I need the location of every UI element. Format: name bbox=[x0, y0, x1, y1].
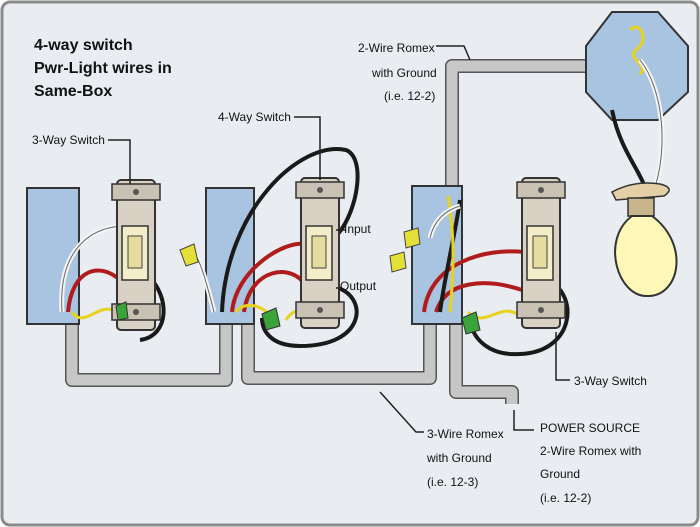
label-three-wire-romex-line1: 3-Wire Romex bbox=[427, 427, 504, 441]
leader-two-wire-top bbox=[436, 45, 471, 61]
wire-traveler-black-4way-output bbox=[260, 286, 359, 349]
label-three-wire-romex-line2: with Ground bbox=[426, 451, 492, 465]
wire-ground-box3 bbox=[446, 195, 455, 313]
wire-light-neutral-edge bbox=[639, 59, 663, 191]
light-fixture-box bbox=[585, 11, 689, 121]
diagram-title-line1: 4-way switch bbox=[34, 37, 133, 54]
wire-nut-box2-green bbox=[261, 307, 281, 331]
wire-neutral-box3-edge bbox=[429, 205, 461, 239]
label-power-source-line4: (i.e. 12-2) bbox=[540, 491, 591, 505]
leader-three-way-right bbox=[555, 332, 570, 381]
wire-nut-box3-green bbox=[461, 311, 481, 335]
cable-power-source bbox=[450, 318, 518, 404]
wire-power-hot-box3 bbox=[438, 199, 462, 313]
label-three-way-switch-left: 3-Way Switch bbox=[32, 133, 105, 147]
label-two-wire-romex-line1: 2-Wire Romex bbox=[358, 41, 435, 55]
cable-two-wire-romex-top bbox=[446, 60, 604, 196]
label-power-source-line3: Ground bbox=[540, 467, 580, 481]
diagram-title-line3: Same-Box bbox=[34, 83, 112, 100]
label-output: Output bbox=[340, 279, 377, 293]
wire-nut-box3-yellow-b bbox=[389, 251, 407, 273]
leader-three-wire bbox=[379, 391, 424, 433]
diagram-title-line2: Pwr-Light wires in bbox=[34, 60, 172, 77]
light-bulb-icon bbox=[611, 182, 678, 298]
four-way-switch bbox=[295, 177, 345, 329]
label-power-source-line1: POWER SOURCE bbox=[540, 421, 640, 435]
label-input: Input bbox=[344, 222, 371, 236]
label-three-wire-romex-line3: (i.e. 12-3) bbox=[427, 475, 478, 489]
wire-neutral-box1-a-edge bbox=[61, 225, 123, 313]
label-four-way-switch: 4-Way Switch bbox=[218, 110, 291, 124]
label-two-wire-romex-line2: with Ground bbox=[371, 66, 437, 80]
leader-power-source bbox=[513, 410, 534, 431]
label-three-way-switch-right: 3-Way Switch bbox=[574, 374, 647, 388]
leader-four-way bbox=[294, 116, 321, 180]
wire-nut-box1-green bbox=[115, 301, 129, 321]
wire-traveler-red-box1 bbox=[66, 268, 122, 313]
leader-three-way-left bbox=[108, 139, 131, 184]
cable-three-wire-romex bbox=[242, 318, 436, 384]
wire-nut-box3-yellow-a bbox=[403, 227, 421, 249]
three-way-switch-right bbox=[516, 177, 566, 329]
cable-box1-box2 bbox=[66, 318, 232, 386]
label-power-source-line2: 2-Wire Romex with bbox=[540, 444, 641, 458]
wire-traveler-red-4way-a bbox=[230, 241, 307, 313]
light-ground-wire bbox=[628, 26, 645, 76]
three-way-switch-left bbox=[111, 179, 161, 331]
wire-nut-box2-yellow bbox=[179, 243, 199, 267]
wire-hot-3way-right bbox=[468, 278, 570, 357]
wire-traveler-red-box3-a bbox=[422, 249, 525, 313]
wire-traveler-black-4way-input bbox=[220, 147, 360, 313]
label-two-wire-romex-line3: (i.e. 12-2) bbox=[384, 89, 435, 103]
